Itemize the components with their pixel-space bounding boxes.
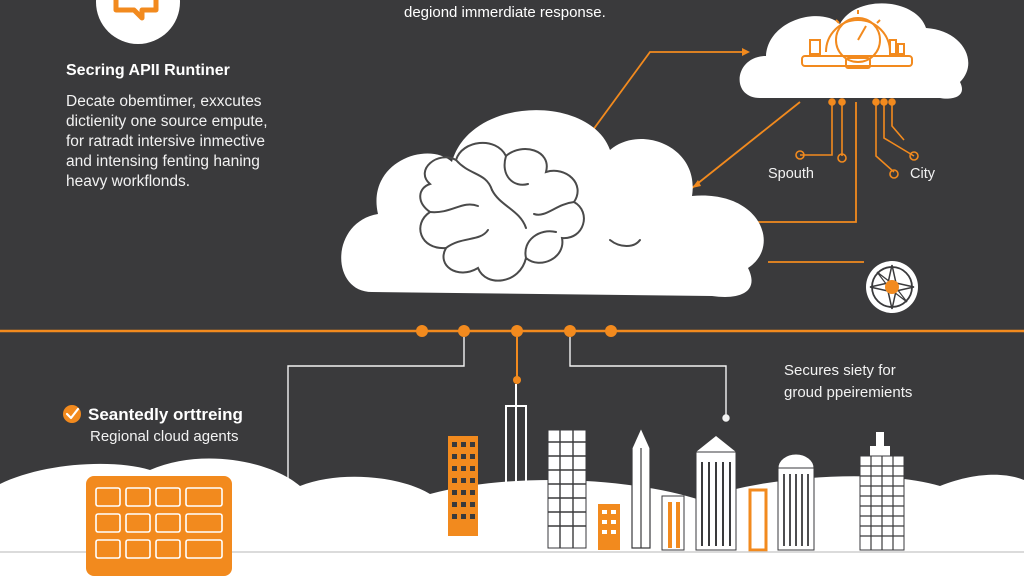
gauge-cloud (739, 3, 969, 99)
server-rack-icon (86, 476, 232, 576)
orange-tower (448, 436, 478, 536)
brain-icon (419, 141, 641, 282)
description-line: for ratradt intersive inmective (66, 133, 265, 150)
description-line: and intensing fenting haning (66, 153, 260, 170)
orange-block (598, 504, 620, 550)
right-grid-tower (859, 432, 905, 551)
striped-tower (695, 436, 737, 551)
compass-icon (866, 261, 918, 313)
office-tower (547, 429, 587, 549)
gauge-icon (801, 10, 913, 69)
city-skyline (448, 384, 905, 552)
description-line: dictienity one source empute, (66, 113, 268, 130)
section-description: Decate obemtimer, exxcutes dictienity on… (66, 92, 306, 192)
description-line: heavy workflonds. (66, 173, 191, 190)
secures-line: groud ppeiremients (784, 384, 913, 401)
top-caption: degiond immerdiate response. (404, 4, 606, 21)
compute-cloud (341, 110, 764, 297)
city-label: City (910, 166, 935, 182)
bus-nodes (416, 325, 617, 337)
dome-tower (777, 453, 815, 551)
pointed-tower (631, 426, 651, 549)
section-heading: Secring APII Runtiner (66, 62, 230, 79)
orange-thin-tower (748, 488, 768, 552)
secures-line: Secures siety for (784, 362, 896, 379)
cloud-connector-lines (589, 48, 864, 263)
chat-bubble-icon (96, 0, 180, 44)
checked-item-subtitle: Regional cloud agents (90, 428, 239, 445)
checked-item-title: Seantedly orttreing (88, 405, 243, 424)
gauge-branch-lines (795, 98, 919, 179)
check-circle-icon (63, 405, 81, 423)
ground-clouds (0, 458, 1024, 576)
south-label: Spouth (768, 166, 814, 182)
orange-slim-tower (661, 495, 685, 551)
secures-note: Secures siety for groud ppeiremients (784, 360, 912, 404)
spire-tower (505, 384, 527, 547)
description-line: Decate obemtimer, exxcutes (66, 93, 262, 110)
